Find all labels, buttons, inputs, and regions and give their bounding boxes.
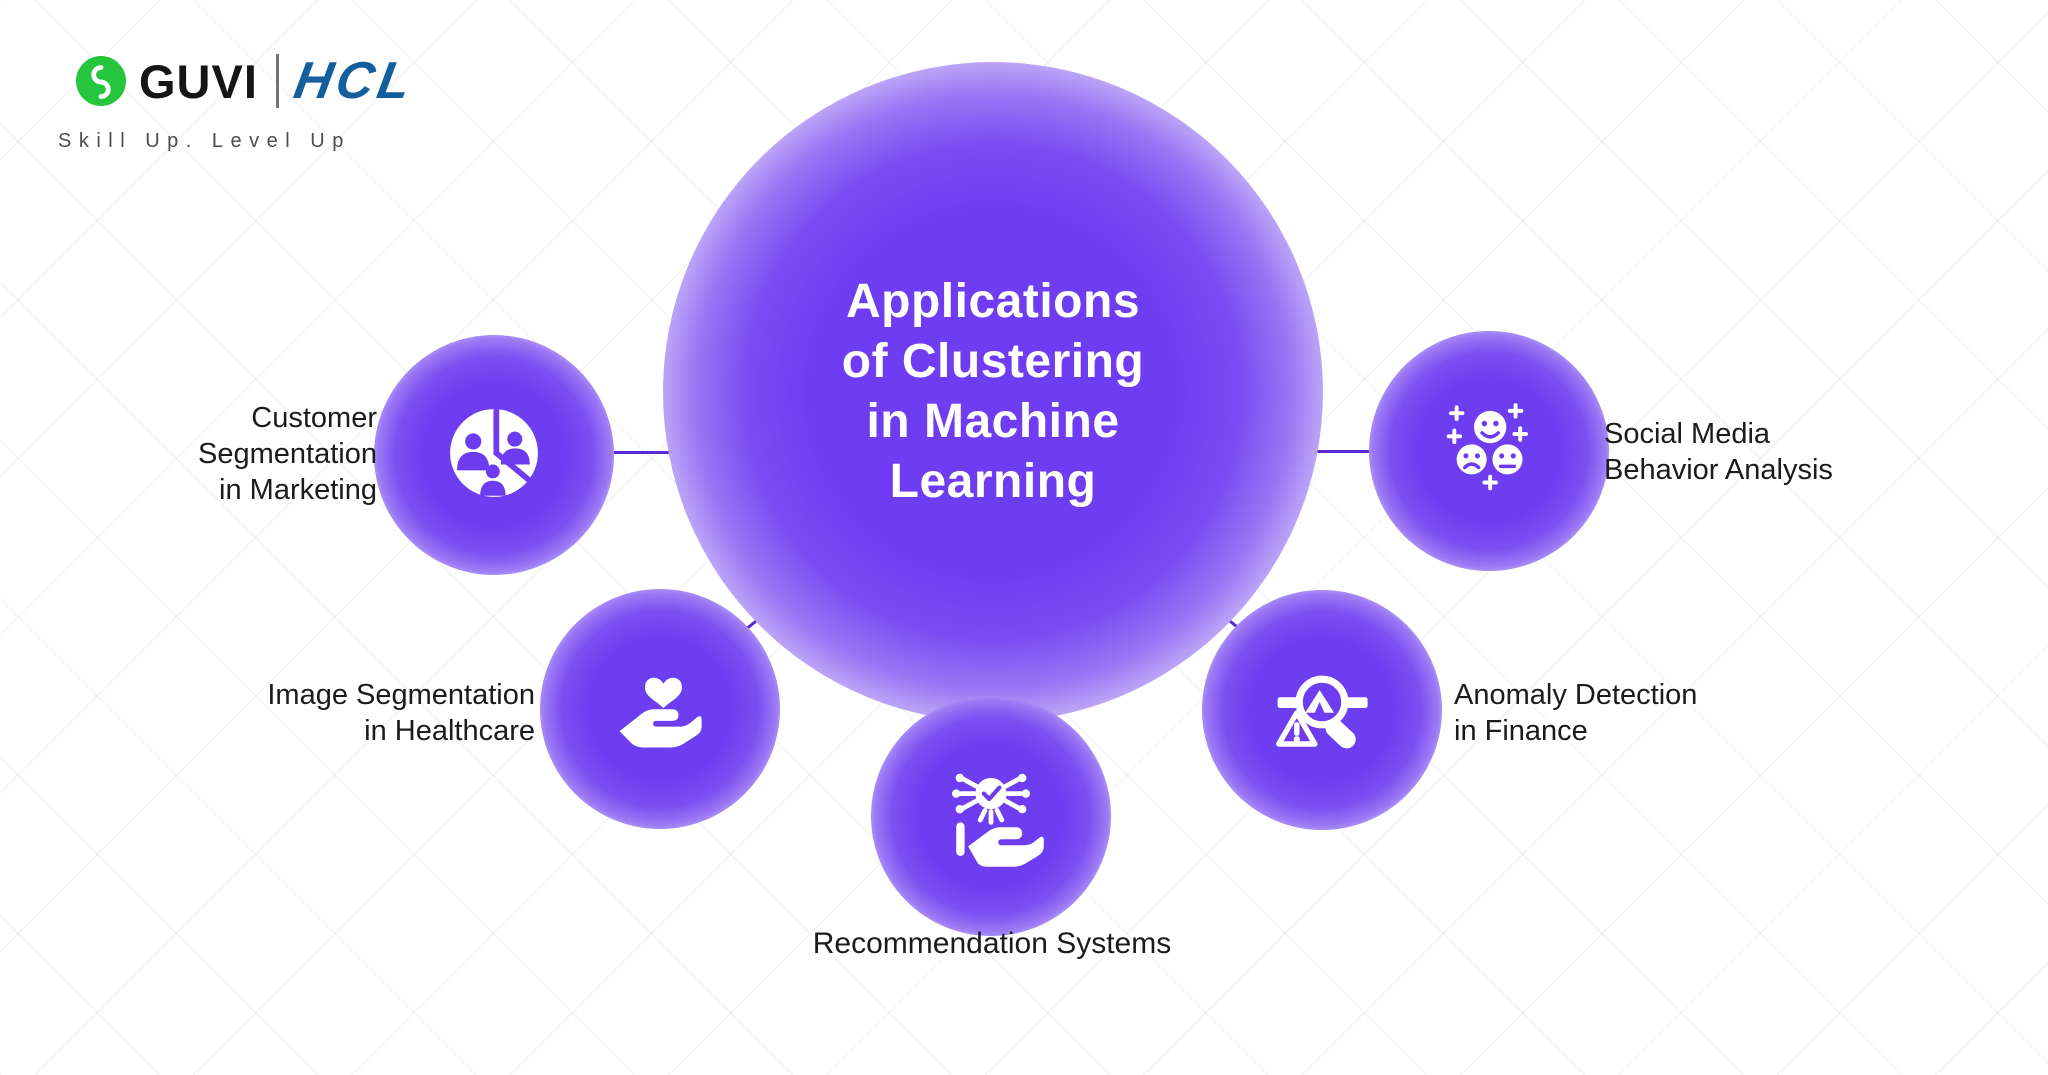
node-anomaly-detection-finance xyxy=(1202,590,1442,830)
brand-header: GUVI HCL Skill Up. Level Up xyxy=(58,48,419,153)
heart-hand-icon xyxy=(608,655,712,764)
hcl-wordmark: HCL xyxy=(289,52,419,110)
node-customer-segmentation xyxy=(374,335,614,575)
central-topic-title: Applications of Clustering in Machine Le… xyxy=(841,275,1145,508)
node-image-segmentation-healthcare xyxy=(540,589,780,829)
brand-tagline: Skill Up. Level Up xyxy=(58,130,351,152)
network-hand-check-icon xyxy=(937,760,1045,873)
guvi-logo-icon xyxy=(76,56,126,106)
central-topic-node: Applications of Clustering in Machine Le… xyxy=(663,62,1323,722)
node-social-media-behavior xyxy=(1369,331,1609,571)
label-anomaly-detection: Anomaly Detection in Finance xyxy=(1454,679,1698,747)
label-customer-segmentation: Customer Segmentation in Marketing xyxy=(198,402,377,506)
pie-people-icon xyxy=(442,401,546,510)
label-recommendation-systems: Recommendation Systems xyxy=(812,927,1172,960)
guvi-wordmark: GUVI xyxy=(139,54,258,108)
emoji-faces-icon xyxy=(1437,397,1541,506)
label-social-media: Social Media Behavior Analysis xyxy=(1604,418,1833,486)
connector-line-social xyxy=(1240,450,1406,453)
label-image-segmentation: Image Segmentation in Healthcare xyxy=(267,679,535,747)
node-recommendation-systems xyxy=(871,696,1111,936)
brand-logo-row: GUVI HCL xyxy=(58,48,419,114)
magnifier-warning-icon xyxy=(1268,654,1376,767)
brand-divider xyxy=(275,54,279,108)
connector-line-customer xyxy=(578,451,746,454)
